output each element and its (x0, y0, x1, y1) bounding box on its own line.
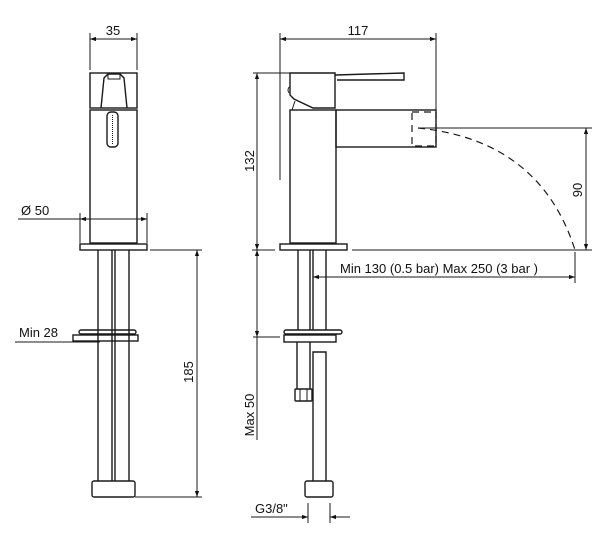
water-jet-trajectory (417, 127, 576, 251)
dimension-total-length: 185 (135, 249, 202, 498)
side-base-plate (279, 243, 348, 251)
total-length-label: 185 (181, 361, 196, 383)
dimension-jet-range: Min 130 (0.5 bar) Max 250 (3 bar ) (312, 252, 576, 283)
min-thickness-label: Min 28 (19, 325, 58, 340)
faucet-side-body (287, 72, 437, 244)
dimension-base-diameter: Ø 50 (18, 203, 148, 243)
width-label: 35 (106, 23, 120, 38)
faucet-front-body (89, 72, 138, 244)
aerator-icon (106, 111, 119, 148)
dimension-spout-height: 90 (418, 127, 592, 250)
thread-label: G3/8" (255, 501, 288, 516)
base-diameter-label: Ø 50 (21, 203, 49, 218)
height-label: 132 (242, 150, 257, 172)
jet-range-label: Min 130 (0.5 bar) Max 250 (3 bar ) (340, 261, 538, 276)
hex-nut-icon (294, 388, 313, 402)
dimension-min-thickness: Min 28 (15, 325, 100, 343)
supply-pipes (72, 250, 139, 498)
dimension-height: 132 (242, 72, 314, 251)
depth-label: 117 (348, 23, 369, 38)
dimension-max-deck: Max 50 (242, 250, 280, 440)
dimension-depth: 117 (279, 23, 437, 180)
dimension-width: 35 (89, 23, 138, 70)
spout-height-label: 90 (570, 183, 585, 197)
side-supply-pipes (283, 250, 343, 498)
dimension-thread: G3/8" (251, 501, 350, 523)
max-deck-label: Max 50 (242, 394, 257, 437)
base-plate (79, 243, 148, 251)
front-view: 35 Ø 50 Min 28 (15, 23, 202, 498)
side-view: 117 132 90 Min 130 (0. (242, 23, 592, 523)
